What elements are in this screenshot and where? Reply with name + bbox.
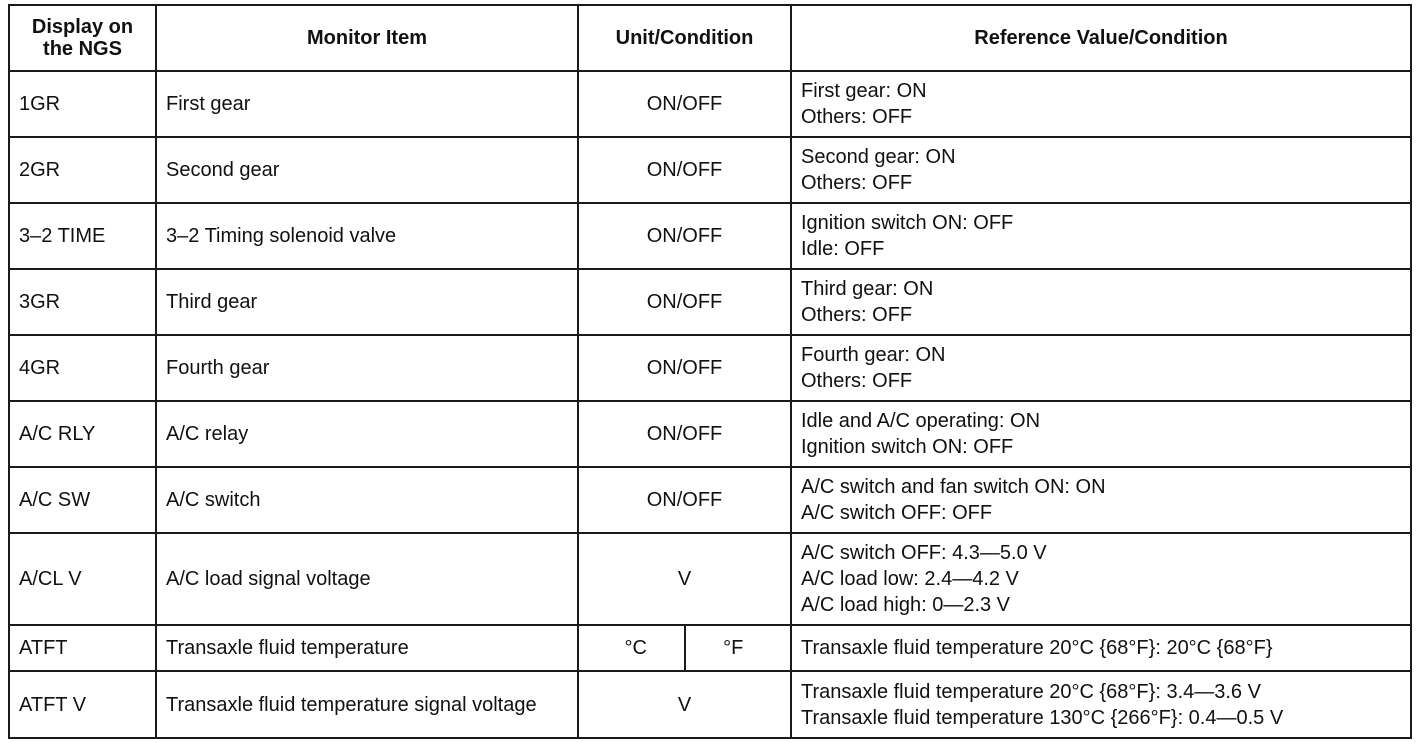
unit-celsius: °C	[588, 627, 686, 669]
monitor-item-text: Transaxle fluid temperature signal volta…	[166, 693, 537, 716]
cell-reference: Third gear: ON Others: OFF	[790, 268, 1412, 336]
cell-unit: ON/OFF	[577, 400, 792, 468]
cell-display: 1GR	[8, 70, 157, 138]
table-row: 4GR Fourth gear ON/OFF Fourth gear: ON O…	[8, 334, 1412, 402]
table-row: 1GR First gear ON/OFF First gear: ON Oth…	[8, 70, 1412, 138]
cell-display: 3GR	[8, 268, 157, 336]
reference-line: Ignition switch ON: OFF	[801, 212, 1014, 234]
table-row: A/CL V A/C load signal voltage V A/C swi…	[8, 532, 1412, 626]
cell-unit: ON/OFF	[577, 202, 792, 270]
unit-split: °C °F	[588, 627, 781, 669]
cell-monitor-item: First gear	[155, 70, 579, 138]
reference-line: Ignition switch ON: OFF	[801, 436, 1014, 458]
table-row: ATFT V Transaxle fluid temperature signa…	[8, 670, 1412, 739]
cell-reference: A/C switch OFF: 4.3—5.0 V A/C load low: …	[790, 532, 1412, 626]
table-row: A/C RLY A/C relay ON/OFF Idle and A/C op…	[8, 400, 1412, 468]
cell-unit: ON/OFF	[577, 466, 792, 534]
cell-monitor-item: A/C switch	[155, 466, 579, 534]
table-row: 2GR Second gear ON/OFF Second gear: ON O…	[8, 136, 1412, 204]
table-header-row: Display on the NGS Monitor Item Unit/Con…	[8, 4, 1412, 72]
reference-line: Second gear: ON	[801, 146, 956, 168]
cell-display: ATFT	[8, 624, 157, 672]
reference-line: A/C load low: 2.4—4.2 V	[801, 568, 1019, 590]
reference-line: A/C switch OFF: 4.3—5.0 V	[801, 542, 1047, 564]
cell-reference: Fourth gear: ON Others: OFF	[790, 334, 1412, 402]
reference-line: Idle: OFF	[801, 238, 885, 260]
cell-monitor-item: A/C load signal voltage	[155, 532, 579, 626]
reference-line: A/C load high: 0—2.3 V	[801, 594, 1011, 616]
reference-line: A/C switch OFF: OFF	[801, 502, 993, 524]
cell-reference: Transaxle fluid temperature 20°C {68°F}:…	[790, 624, 1412, 672]
cell-unit: ON/OFF	[577, 334, 792, 402]
reference-line: Fourth gear: ON	[801, 344, 946, 366]
reference-line: Others: OFF	[801, 172, 913, 194]
cell-reference: Transaxle fluid temperature 20°C {68°F}:…	[790, 670, 1412, 739]
cell-unit: V	[577, 532, 792, 626]
cell-display: 4GR	[8, 334, 157, 402]
cell-display: A/CL V	[8, 532, 157, 626]
cell-monitor-item: Third gear	[155, 268, 579, 336]
cell-reference: A/C switch and fan switch ON: ON A/C swi…	[790, 466, 1412, 534]
reference-line: Transaxle fluid temperature 20°C {68°F}:…	[801, 680, 1261, 703]
table-row: 3GR Third gear ON/OFF Third gear: ON Oth…	[8, 268, 1412, 336]
header-reference-value: Reference Value/Condition	[790, 4, 1412, 72]
header-display: Display on the NGS	[8, 4, 157, 72]
cell-display: A/C SW	[8, 466, 157, 534]
cell-display: A/C RLY	[8, 400, 157, 468]
cell-reference: Ignition switch ON: OFF Idle: OFF	[790, 202, 1412, 270]
cell-display: 3–2 TIME	[8, 202, 157, 270]
cell-reference: Second gear: ON Others: OFF	[790, 136, 1412, 204]
reference-line: Others: OFF	[801, 370, 913, 392]
table-row: A/C SW A/C switch ON/OFF A/C switch and …	[8, 466, 1412, 534]
unit-fahrenheit: °F	[723, 637, 744, 659]
cell-display: 2GR	[8, 136, 157, 204]
monitor-reference-table: Display on the NGS Monitor Item Unit/Con…	[8, 4, 1412, 739]
reference-line: Idle and A/C operating: ON	[801, 410, 1041, 432]
table-row: 3–2 TIME 3–2 Timing solenoid valve ON/OF…	[8, 202, 1412, 270]
header-unit-condition: Unit/Condition	[577, 4, 792, 72]
cell-monitor-item: Transaxle fluid temperature	[155, 624, 579, 672]
cell-monitor-item: Second gear	[155, 136, 579, 204]
cell-monitor-item: 3–2 Timing solenoid valve	[155, 202, 579, 270]
reference-line: Others: OFF	[801, 304, 913, 326]
cell-monitor-item: A/C relay	[155, 400, 579, 468]
cell-reference: Idle and A/C operating: ON Ignition swit…	[790, 400, 1412, 468]
reference-line: First gear: ON	[801, 80, 927, 102]
cell-monitor-item: Fourth gear	[155, 334, 579, 402]
cell-unit: ON/OFF	[577, 136, 792, 204]
header-monitor-item: Monitor Item	[155, 4, 579, 72]
cell-monitor-item: Transaxle fluid temperature signal volta…	[155, 670, 579, 739]
reference-line: A/C switch and fan switch ON: ON	[801, 476, 1106, 498]
cell-unit: ON/OFF	[577, 70, 792, 138]
cell-unit: ON/OFF	[577, 268, 792, 336]
reference-line: Others: OFF	[801, 106, 913, 128]
reference-line: Third gear: ON	[801, 278, 934, 300]
cell-unit: V	[577, 670, 792, 739]
table-row: ATFT Transaxle fluid temperature °C °F T…	[8, 624, 1412, 672]
cell-unit-split: °C °F	[577, 624, 792, 672]
reference-line: Transaxle fluid temperature 20°C {68°F}:…	[801, 637, 1273, 659]
cell-display: ATFT V	[8, 670, 157, 739]
cell-reference: First gear: ON Others: OFF	[790, 70, 1412, 138]
reference-line: Transaxle fluid temperature 130°C {266°F…	[801, 706, 1284, 729]
